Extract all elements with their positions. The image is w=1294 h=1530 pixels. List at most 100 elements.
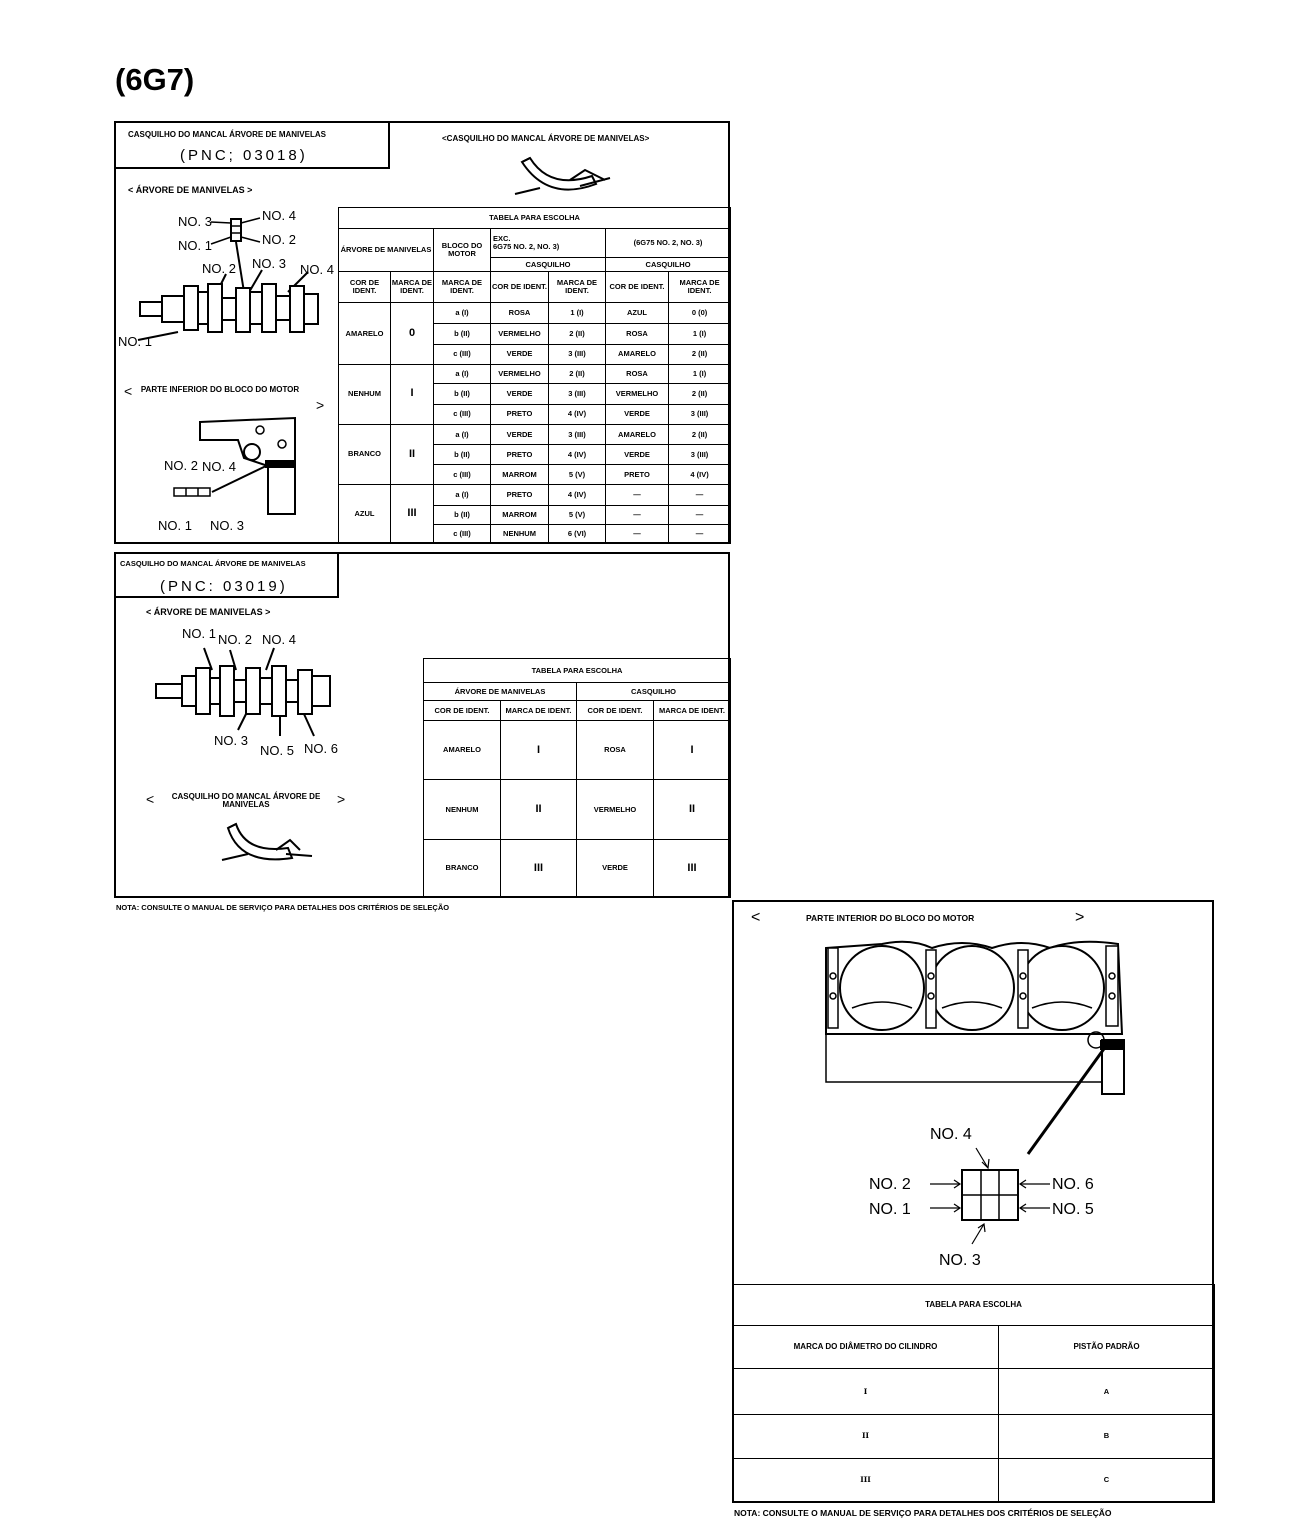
bore-label-no4: NO. 4 <box>930 1126 972 1143</box>
selection-table-03018: TABELA PARA ESCOLHA ÁRVORE DE MANIVELAS … <box>337 207 732 545</box>
page-title: (6G7) <box>115 62 195 97</box>
table1-cell: VERMELHO <box>605 383 669 405</box>
crank2-label-no1: NO. 1 <box>182 626 216 641</box>
bearing2-title-close: > <box>337 791 346 807</box>
pnc-03018-label-code: (PNC; 03018) <box>180 147 308 164</box>
table1-h-mark: MARCA DE IDENT. <box>390 271 434 304</box>
table1-cell: 2 (II) <box>548 363 606 385</box>
table1-cell: b (II) <box>433 444 491 466</box>
table1-cell: 5 (V) <box>548 464 606 485</box>
table1-cell: ROSA <box>605 363 669 385</box>
table2-cell: ROSA <box>576 720 654 781</box>
crank2-label-no4: NO. 4 <box>262 632 296 647</box>
block-lower-title-text: PARTE INFERIOR DO BLOCO DO MOTOR <box>140 385 300 394</box>
table1-cell: PRETO <box>490 444 549 466</box>
table3-piston: A <box>997 1368 1216 1415</box>
table1-cell: — <box>605 524 669 544</box>
pnc-03019-label-code: (PNC: 03019) <box>160 578 288 595</box>
table1-cell: 4 (IV) <box>548 483 606 506</box>
table1-group-mark: I <box>390 363 434 425</box>
table3-bore-mark: III <box>732 1457 999 1504</box>
table2-cell: II <box>500 779 577 840</box>
table1-group-color: BRANCO <box>338 423 391 485</box>
selection-table-bore: TABELA PARA ESCOLHA MARCA DO DIÂMETRO DO… <box>731 1283 1216 1504</box>
table2-cell: VERDE <box>576 838 654 899</box>
table1-cell: AMARELO <box>605 423 669 446</box>
crankshaft2-title-text: ÁRVORE DE MANIVELAS <box>153 607 263 617</box>
table1-group-color: AZUL <box>338 483 391 545</box>
bearing-shell-title: <CASQUILHO DO MANCAL ÁRVORE DE MANIVELAS… <box>442 134 650 143</box>
table2-cell: VERMELHO <box>576 779 654 840</box>
table2-h-color: COR DE IDENT. <box>423 700 501 722</box>
table1-cell: — <box>605 504 669 526</box>
table2-cell: AMARELO <box>423 720 501 781</box>
pnc-03018-label-line1: CASQUILHO DO MANCAL ÁRVORE DE MANIVELAS <box>128 130 326 139</box>
table1-cell: 1 (I) <box>667 363 732 385</box>
table1-cell: a (I) <box>433 423 491 446</box>
table3-h-mark: MARCA DO DIÂMETRO DO CILINDRO <box>732 1325 999 1370</box>
table3-bore-mark: II <box>732 1413 999 1459</box>
block3-title: PARTE INTERIOR DO BLOCO DO MOTOR <box>806 913 975 923</box>
pnc-03019-label-line1: CASQUILHO DO MANCAL ÁRVORE DE MANIVELAS <box>120 559 306 568</box>
table1-cell: c (III) <box>433 404 491 425</box>
bearing2-illustration <box>221 822 313 861</box>
table2-h-color2: COR DE IDENT. <box>576 700 654 722</box>
table1-cell: VERMELHO <box>490 363 549 385</box>
block-label-no3: NO. 3 <box>210 518 244 533</box>
crank2-label-no3: NO. 3 <box>214 733 248 748</box>
table1-h-6g75: (6G75 NO. 2, NO. 3) <box>604 227 732 258</box>
table2-cell: III <box>652 838 732 899</box>
table3-bore-mark: I <box>732 1368 999 1415</box>
table1-cell: 0 (0) <box>667 302 732 325</box>
table1-group-mark: 0 <box>390 302 434 365</box>
table2-cell: BRANCO <box>423 838 501 899</box>
pnc-03019-label-box <box>114 552 339 598</box>
table1-cell: a (I) <box>433 483 491 506</box>
table1-cell: 2 (II) <box>667 423 732 446</box>
engine-block-interior-illustration <box>825 940 1125 1095</box>
table1-cell: c (III) <box>433 464 491 485</box>
table1-cell: b (II) <box>433 383 491 405</box>
table1-title: TABELA PARA ESCOLHA <box>337 207 732 229</box>
pnc-03018-label-box <box>114 121 390 169</box>
selection-mark-callout <box>930 1045 1108 1245</box>
table1-group-color: AMARELO <box>338 302 391 365</box>
table1-cell: 6 (VI) <box>548 524 606 544</box>
bore-label-no3: NO. 3 <box>939 1252 981 1269</box>
table1-cell: 1 (I) <box>667 323 732 345</box>
table1-group-color: NENHUM <box>338 363 391 425</box>
table2-cell: II <box>652 779 732 840</box>
table1-cell: 2 (II) <box>667 383 732 405</box>
note-panel3: NOTA: CONSULTE O MANUAL DE SERVIÇO PARA … <box>734 1508 1112 1518</box>
crank-label-no2-b: NO. 2 <box>202 261 236 276</box>
bearing2-title-open: < <box>146 791 155 807</box>
crankshaft-illustration <box>137 217 319 341</box>
table1-cell: 5 (V) <box>548 504 606 526</box>
table1-cell: — <box>667 504 732 526</box>
crank-label-no4: NO. 4 <box>262 208 296 223</box>
table2-cell: NENHUM <box>423 779 501 840</box>
engine-block-lower-illustration <box>173 416 296 515</box>
table1-cell: NENHUM <box>490 524 549 544</box>
table1-h-shell-a: CASQUILHO <box>490 256 606 273</box>
table1-h-color3: COR DE IDENT. <box>605 271 669 304</box>
crank-label-no1: NO. 1 <box>178 238 212 253</box>
table1-cell: 2 (II) <box>548 323 606 345</box>
table1-cell: VERDE <box>490 343 549 365</box>
table2-title: TABELA PARA ESCOLHA <box>422 657 732 684</box>
table2-cell: I <box>652 720 732 781</box>
bearing2-title: CASQUILHO DO MANCAL ÁRVORE DE MANIVELAS <box>171 792 321 810</box>
table1-cell: PRETO <box>490 404 549 425</box>
block-lower-title-close: > <box>316 397 325 413</box>
block-lower-title: < <box>124 383 133 399</box>
note-panel2: NOTA: CONSULTE O MANUAL DE SERVIÇO PARA … <box>116 903 450 912</box>
crank-label-no2: NO. 2 <box>262 232 296 247</box>
table1-cell: PRETO <box>605 464 669 485</box>
table1-group-mark: III <box>390 483 434 545</box>
table2-cell: I <box>500 720 577 781</box>
table1-cell: b (II) <box>433 323 491 345</box>
table2-h-mark: MARCA DE IDENT. <box>500 700 577 722</box>
table1-h-exc-2: 6G75 NO. 2, NO. 3) <box>493 241 560 251</box>
table3-h-piston: PISTÃO PADRÃO <box>997 1325 1216 1370</box>
table1-cell: VERDE <box>605 404 669 425</box>
